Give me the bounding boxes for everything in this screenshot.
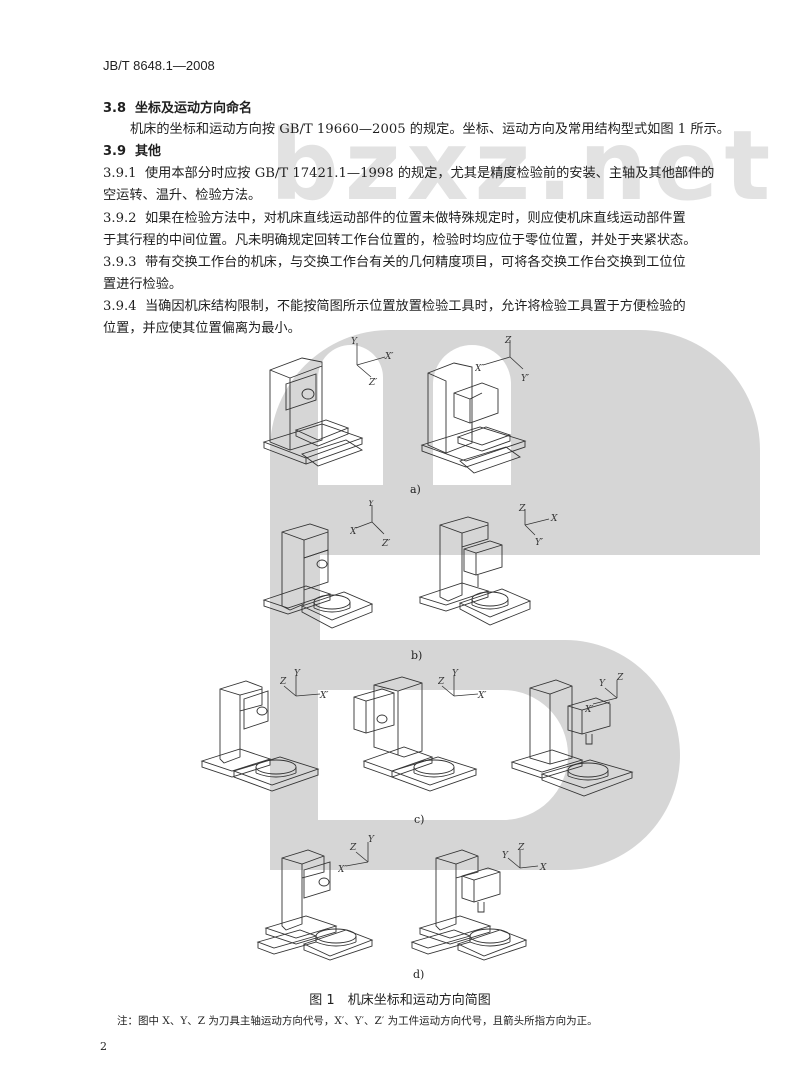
page-number: 2 xyxy=(100,1040,107,1053)
section-title: 其他 xyxy=(135,144,162,159)
figure-a-left-machine xyxy=(262,357,364,467)
figure-a-left-axes: Y X′ Z′ xyxy=(351,337,393,385)
paragraph-text: 使用本部分时应按 GB/T 17421.1—1998 的规定，尤其是精度检验前的… xyxy=(145,166,715,181)
figure-b-left-machine xyxy=(262,523,374,629)
section-3-9-4-line1: 3.9.4 当确因机床结构限制，不能按简图所示位置放置检验工具时，允许将检验工具置… xyxy=(103,300,686,313)
figure-a-right-axes: Z X′ Y′ xyxy=(475,336,529,384)
svg-text:Z: Z xyxy=(349,843,357,853)
figure-b-right-axes: Z X Y′ xyxy=(518,504,558,548)
svg-text:X: X xyxy=(350,527,357,537)
section-number: 3.9.1 xyxy=(103,166,137,181)
svg-text:X: X xyxy=(539,863,547,873)
section-3-9-3-line2: 置进行检验。 xyxy=(103,277,183,292)
svg-text:X: X xyxy=(550,514,558,524)
section-3-9-1-line2: 空运转、温升、检验方法。 xyxy=(103,188,262,203)
subfigure-label-b: b) xyxy=(411,649,423,662)
svg-text:Y: Y xyxy=(368,500,375,509)
figure-c-left-machine xyxy=(200,680,320,792)
section-3-9-2-line1: 3.9.2 如果在检验方法中，对机床直线运动部件的位置未做特殊规定时，则应使机床直… xyxy=(103,212,686,225)
section-3-8-heading: 3.8 坐标及运动方向命名 xyxy=(103,102,252,115)
subfigure-label-a: a) xyxy=(410,483,421,496)
svg-text:Z: Z xyxy=(438,677,445,687)
svg-text:Y: Y xyxy=(294,669,301,679)
svg-text:Z: Z xyxy=(517,843,525,853)
svg-text:Z: Z xyxy=(504,336,512,346)
figure-d-left-machine xyxy=(256,849,374,961)
svg-text:X′: X′ xyxy=(338,865,346,875)
subfigure-label-d: d) xyxy=(413,968,425,981)
figure-note: 注：图中 X、Y、Z 为刀具主轴运动方向代号，X′、Y′、Z′ 为工件运动方向代… xyxy=(117,1015,598,1027)
svg-text:Z′: Z′ xyxy=(381,539,390,549)
figure-b-left-axes: Y X Z′ xyxy=(350,500,390,549)
figure-a-right-machine xyxy=(420,362,527,474)
section-3-9-heading: 3.9 其他 xyxy=(103,145,161,158)
paragraph-text: 带有交换工作台的机床，与交换工作台有关的几何精度项目，可将各交换工作台交换到工位… xyxy=(145,255,686,270)
watermark-hole-bottom xyxy=(318,690,568,820)
figure-c-right-axes: Y Z X′ xyxy=(585,673,624,715)
standard-number: JB/T 8648.1—2008 xyxy=(103,58,215,73)
svg-text:Y′: Y′ xyxy=(521,374,529,384)
figure-d-right-machine xyxy=(410,849,528,961)
figure-b-right-machine xyxy=(418,516,532,626)
paragraph-text: 如果在检验方法中，对机床直线运动部件的位置未做特殊规定时，则应使机床直线运动部件… xyxy=(145,211,686,226)
svg-text:Z: Z xyxy=(518,504,526,514)
paragraph-text: 当确因机床结构限制，不能按简图所示位置放置检验工具时，允许将检验工具置于方便检验… xyxy=(145,299,686,314)
figure-c-left-axes: Y Z X′ xyxy=(280,669,328,701)
figure-d-right-axes: Z Y X xyxy=(502,843,547,873)
section-number: 3.8 xyxy=(103,101,127,116)
figure-caption: 图 1 机床坐标和运动方向简图 xyxy=(309,993,491,1008)
svg-text:X′: X′ xyxy=(475,364,483,374)
svg-text:X′: X′ xyxy=(477,691,486,701)
svg-text:Z′: Z′ xyxy=(368,378,377,385)
figure-d-left-axes: Y Z X′ xyxy=(338,835,375,875)
svg-text:Y: Y xyxy=(599,679,606,689)
figure-c-middle-axes: Y Z X′ xyxy=(438,669,486,701)
svg-text:Y: Y xyxy=(351,337,358,347)
svg-text:Y: Y xyxy=(452,669,459,679)
section-3-9-3-line1: 3.9.3 带有交换工作台的机床，与交换工作台有关的几何精度项目，可将各交换工作台… xyxy=(103,256,686,269)
svg-text:X′: X′ xyxy=(319,691,328,701)
section-3-9-2-line2: 于其行程的中间位置。凡未明确规定回转工作台位置的，检验时均应位于零位位置，并处于… xyxy=(103,233,697,248)
section-number: 3.9.2 xyxy=(103,211,137,226)
svg-text:Y: Y xyxy=(502,851,509,861)
svg-text:Y′: Y′ xyxy=(535,538,543,548)
section-title: 坐标及运动方向命名 xyxy=(135,101,253,116)
section-number: 3.9.3 xyxy=(103,255,137,270)
svg-text:Y: Y xyxy=(368,835,375,845)
section-3-8-body: 机床的坐标和运动方向按 GB/T 19660—2005 的规定。坐标、运动方向及… xyxy=(130,122,730,137)
subfigure-label-c: c) xyxy=(414,813,425,826)
section-number: 3.9 xyxy=(103,144,127,159)
figure-c-right-machine xyxy=(510,679,634,797)
watermark-text: bzxz.net xyxy=(270,110,777,222)
section-number: 3.9.4 xyxy=(103,299,137,314)
svg-text:Z: Z xyxy=(616,673,624,683)
section-3-9-4-line2: 位置，并应使其位置偏离为最小。 xyxy=(103,321,301,336)
figure-c-middle-machine xyxy=(353,676,478,792)
svg-text:Z: Z xyxy=(280,677,287,687)
svg-text:X′: X′ xyxy=(384,352,393,362)
section-3-9-1-line1: 3.9.1 使用本部分时应按 GB/T 17421.1—1998 的规定，尤其是精… xyxy=(103,167,714,180)
svg-text:X′: X′ xyxy=(585,705,593,715)
